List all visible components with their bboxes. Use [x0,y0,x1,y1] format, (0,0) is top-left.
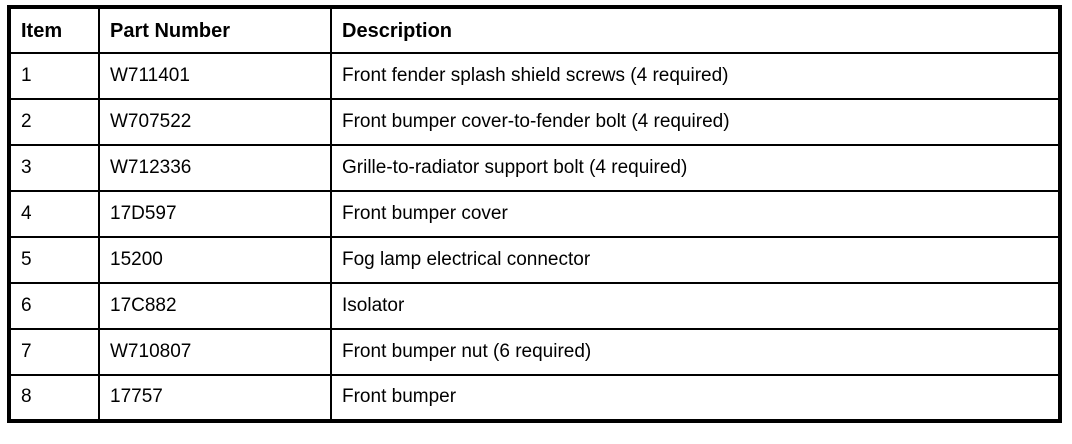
header-row: Item Part Number Description [8,6,1061,54]
cell-item: 5 [8,236,100,284]
cell-description: Front fender splash shield screws (4 req… [330,52,1061,100]
cell-description: Isolator [330,282,1061,330]
cell-description: Front bumper cover [330,190,1061,238]
column-header-item: Item [8,6,100,54]
column-header-description: Description [330,6,1061,54]
cell-item: 8 [8,374,100,422]
cell-part-number: W711401 [98,52,332,100]
cell-part-number: W710807 [98,328,332,376]
cell-part-number: 15200 [98,236,332,284]
cell-part-number: W712336 [98,144,332,192]
cell-item: 7 [8,328,100,376]
cell-item: 2 [8,98,100,146]
cell-description: Fog lamp electrical connector [330,236,1061,284]
parts-table-header: Item Part Number Description [8,6,1061,54]
cell-description: Grille-to-radiator support bolt (4 requi… [330,144,1061,192]
cell-part-number: 17D597 [98,190,332,238]
cell-description: Front bumper nut (6 required) [330,328,1061,376]
cell-part-number: W707522 [98,98,332,146]
column-header-part-number: Part Number [98,6,332,54]
cell-part-number: 17757 [98,374,332,422]
cell-item: 6 [8,282,100,330]
cell-item: 4 [8,190,100,238]
cell-part-number: 17C882 [98,282,332,330]
cell-description: Front bumper [330,374,1061,422]
cell-description: Front bumper cover-to-fender bolt (4 req… [330,98,1061,146]
cell-item: 1 [8,52,100,100]
cell-item: 3 [8,144,100,192]
